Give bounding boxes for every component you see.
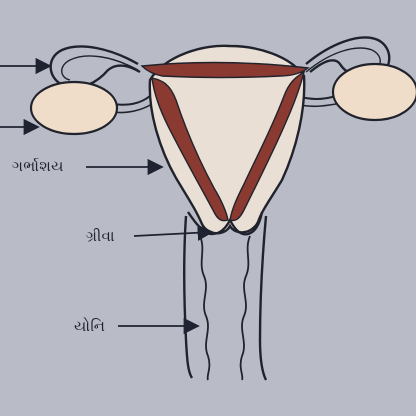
vagina-right-inner-wall bbox=[239, 235, 251, 381]
left-ovarian-ligament bbox=[111, 95, 151, 106]
left-ovary bbox=[29, 80, 119, 136]
vagina-label: યોનિ bbox=[74, 317, 106, 335]
vagina-left-wall bbox=[182, 215, 194, 379]
uterine-lining-left bbox=[151, 77, 229, 222]
left-fallopian-tube-inner bbox=[61, 55, 139, 81]
vagina-right-wall bbox=[258, 215, 268, 381]
right-ovary bbox=[331, 62, 416, 122]
vagina-left-inner-wall bbox=[199, 235, 211, 381]
uterus-label: ગર્ભાશય bbox=[12, 157, 64, 175]
uterine-lining-top bbox=[140, 61, 310, 79]
cervix-label: ગ્રીવા bbox=[86, 227, 115, 245]
cervix-arrow bbox=[133, 224, 214, 241]
